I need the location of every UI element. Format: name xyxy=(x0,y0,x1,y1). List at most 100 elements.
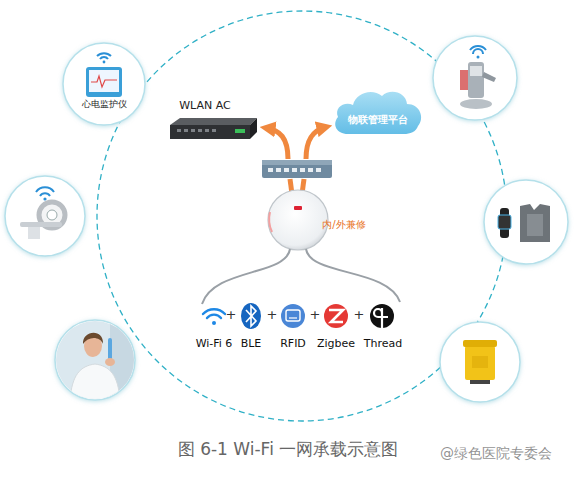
wearable-icons xyxy=(527,214,543,236)
nurse-photo xyxy=(70,364,120,400)
robot-icon xyxy=(470,46,486,54)
ac-device xyxy=(184,129,188,132)
wearable-icons xyxy=(520,204,550,242)
zigbee-logo xyxy=(324,304,348,328)
uplink-arrows xyxy=(306,127,326,159)
nurse-photo xyxy=(83,333,103,344)
protocol-label: Wi-Fi 6 xyxy=(196,338,233,350)
protocol-label: BLE xyxy=(241,338,262,350)
wifi-logo xyxy=(203,309,225,314)
cloud-platform: 物联管理平台 xyxy=(330,84,426,140)
access-point xyxy=(269,212,272,232)
device-circles xyxy=(440,322,520,402)
callout-label: 内/外兼修 xyxy=(322,219,365,230)
ac-device xyxy=(250,118,257,139)
node-text: WLAN AC xyxy=(179,100,231,112)
switch-device xyxy=(292,168,297,172)
ct-scanner-icon xyxy=(20,222,62,227)
wlan-ac: WLAN AC xyxy=(165,97,260,145)
access-point xyxy=(268,190,328,250)
device-circles xyxy=(5,176,85,256)
cloud-outline xyxy=(335,92,421,134)
plus-sign: + xyxy=(267,308,278,322)
protocol-label: Zigbee xyxy=(317,338,355,350)
bluetooth-logo xyxy=(241,303,261,329)
ct-scanner-icon xyxy=(36,187,54,196)
rfid-logo xyxy=(281,304,305,328)
nurse-photo xyxy=(105,358,115,366)
ct-scanner-icon xyxy=(43,197,46,200)
nurse-photo xyxy=(55,320,135,400)
ac-device xyxy=(170,118,257,125)
antenna-wires xyxy=(306,249,400,302)
plus-sign: + xyxy=(354,308,365,322)
circle-outline xyxy=(91,76,117,87)
switch-device xyxy=(308,168,313,172)
switch-device xyxy=(300,168,305,172)
ct-scanner-icon xyxy=(47,210,57,220)
device-circles xyxy=(55,320,135,400)
robot-icon xyxy=(470,66,482,76)
access-point xyxy=(268,190,328,250)
plus-sign: + xyxy=(310,308,321,322)
switch-device xyxy=(284,168,289,172)
ac-device xyxy=(191,129,195,132)
node-text: 心电监护仪 xyxy=(82,100,127,110)
ac-device xyxy=(177,129,216,132)
ac-device xyxy=(212,129,216,132)
protocol-label: RFID xyxy=(280,338,306,350)
antenna-wires xyxy=(202,249,400,304)
device-circles xyxy=(5,36,568,402)
robot-icon xyxy=(460,70,468,90)
device-circle: 心电监护仪 xyxy=(62,42,146,126)
nurse-photo xyxy=(55,320,135,400)
switch-device xyxy=(268,168,321,172)
protocol-label: Thread xyxy=(364,338,402,350)
circle-outline xyxy=(97,53,111,59)
plus-sign: + xyxy=(226,308,237,322)
switch-device xyxy=(276,168,281,172)
waste-bin-icon xyxy=(463,340,497,384)
robot-icon xyxy=(460,99,492,109)
figure-caption: 图 6-1 Wi-Fi 一网承载示意图 xyxy=(178,440,399,459)
uplink-arrows xyxy=(266,127,326,194)
rfid-logo xyxy=(286,310,300,321)
access-point xyxy=(294,206,302,210)
ac-device xyxy=(205,129,209,132)
thread-logo xyxy=(374,308,388,328)
ac-device xyxy=(198,129,202,132)
robot-icon xyxy=(477,56,480,59)
ac-device xyxy=(177,129,181,132)
wifi-logo xyxy=(212,321,216,325)
circle-outline xyxy=(62,42,146,126)
thread-logo xyxy=(370,304,394,328)
wearable-icons xyxy=(498,204,550,242)
nurse-photo xyxy=(108,338,112,360)
zigbee-logo xyxy=(329,310,343,322)
switch-device xyxy=(316,168,321,172)
node-text: 物联管理平台 xyxy=(348,114,408,125)
waste-bin-icon xyxy=(470,380,490,384)
waste-bin-icon xyxy=(472,356,488,368)
waste-bin-icon xyxy=(463,340,497,347)
antenna-wires xyxy=(202,249,290,304)
circle-outline xyxy=(103,61,106,64)
switch-device xyxy=(262,160,332,165)
zigbee-logo xyxy=(324,304,348,328)
circle-outline xyxy=(89,70,119,92)
watermark: @绿色医院专委会 xyxy=(440,446,552,461)
wifi-logo xyxy=(203,309,225,325)
waste-bin-icon xyxy=(465,346,495,380)
circle-outline xyxy=(86,67,122,97)
ac-device xyxy=(235,129,245,133)
ct-scanner-icon xyxy=(20,187,65,239)
switch-device xyxy=(268,168,273,172)
uplink-arrows xyxy=(266,128,288,159)
bluetooth-logo xyxy=(241,303,261,329)
switch-device xyxy=(262,160,332,178)
switch-device xyxy=(262,160,332,178)
rfid-logo xyxy=(289,317,297,318)
circle-outline xyxy=(63,43,145,125)
ct-scanner-icon xyxy=(28,227,40,239)
